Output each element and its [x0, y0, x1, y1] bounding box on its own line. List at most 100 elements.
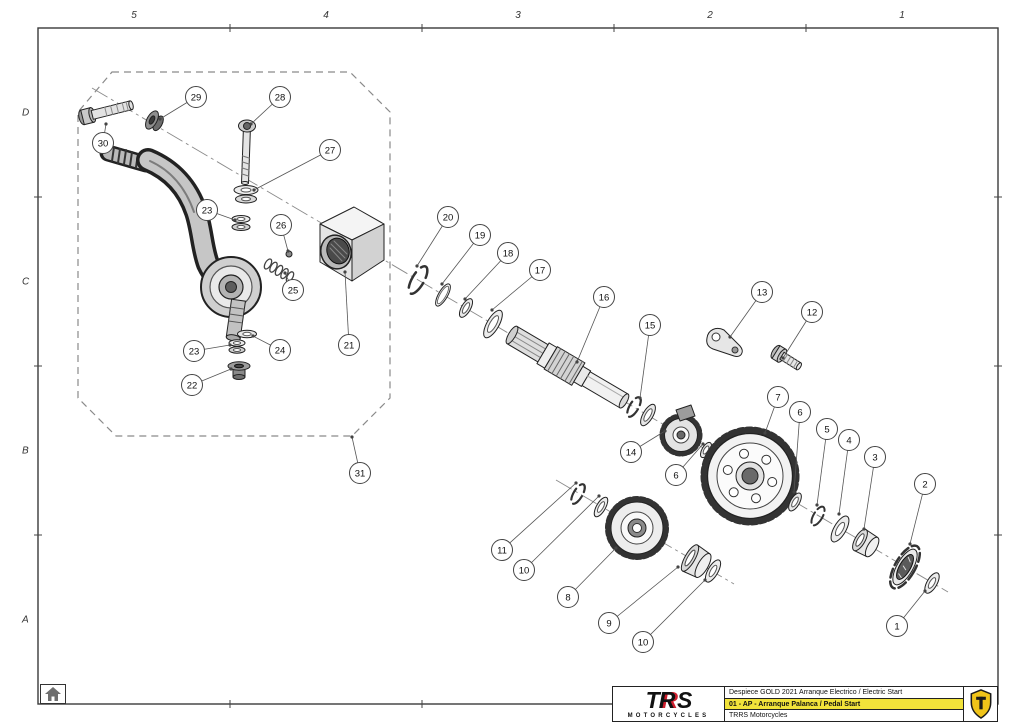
svg-text:5: 5 [824, 424, 829, 435]
svg-text:29: 29 [191, 92, 202, 103]
grid-row-label-D: D [22, 107, 30, 118]
svg-text:3: 3 [872, 452, 877, 463]
svg-text:6: 6 [797, 407, 802, 418]
callout-5-24: 5 [816, 418, 838, 440]
svg-text:20: 20 [443, 212, 454, 223]
callout-1-28: 1 [886, 615, 908, 637]
leader-lines [102, 96, 927, 643]
callout-15-17: 15 [639, 314, 661, 336]
part-bolt-12 [770, 344, 803, 371]
callout-24-7: 24 [269, 339, 291, 361]
svg-text:27: 27 [325, 145, 336, 156]
callout-6-23: 6 [665, 464, 687, 486]
callout-19-13: 19 [469, 224, 491, 246]
shield-icon [970, 689, 991, 719]
svg-text:10: 10 [519, 565, 530, 576]
part-gear-7 [700, 426, 800, 526]
callout-21-10: 21 [338, 334, 360, 356]
callout-27-3: 27 [319, 139, 341, 161]
svg-text:14: 14 [626, 447, 637, 458]
part-bearing-9 [680, 544, 712, 578]
svg-text:10: 10 [638, 637, 649, 648]
grid-col-label-2: 2 [707, 10, 713, 21]
svg-text:18: 18 [503, 248, 514, 259]
part-bolt-30 [78, 100, 134, 126]
callout-14-18: 14 [620, 441, 642, 463]
exploded-assembly [78, 100, 940, 594]
callout-23-4: 23 [196, 199, 218, 221]
grid-col-label-3: 3 [515, 10, 521, 21]
svg-text:7: 7 [775, 392, 780, 403]
logo-letter: R [658, 687, 676, 713]
drawing-frame [37, 27, 999, 705]
callout-28-2: 28 [269, 86, 291, 108]
part-circlip-11 [570, 483, 586, 505]
trrs-logo: TRRS MOTORCYCLES [613, 687, 725, 721]
grid-col-label-1: 1 [899, 10, 905, 21]
callout-8-31: 8 [557, 586, 579, 608]
callout-30-0: 30 [92, 132, 114, 154]
svg-text:2: 2 [922, 479, 927, 490]
svg-text:19: 19 [475, 230, 486, 241]
part-kick-lever [99, 144, 262, 342]
svg-text:17: 17 [535, 265, 546, 276]
part-mount-block-21 [319, 206, 385, 282]
callout-2-27: 2 [914, 473, 936, 495]
home-button[interactable] [40, 684, 66, 704]
part-washer-1 [924, 572, 940, 594]
shield-logo [963, 687, 997, 721]
part-washers-27 [233, 185, 259, 204]
logo-letter: T [645, 687, 660, 713]
callout-11-29: 11 [491, 539, 513, 561]
svg-text:13: 13 [757, 287, 768, 298]
part-washers-23-upper [231, 215, 251, 231]
svg-text:9: 9 [606, 618, 611, 629]
logo-letter-red: R [661, 687, 678, 713]
svg-text:6: 6 [673, 470, 678, 481]
svg-text:30: 30 [98, 138, 109, 149]
grid-col-label-5: 5 [131, 10, 137, 21]
part-bushing-3 [852, 528, 880, 558]
callout-29-1: 29 [185, 86, 207, 108]
svg-text:28: 28 [275, 92, 286, 103]
part-gear-14 [659, 404, 703, 457]
grid-row-label-A: A [22, 614, 29, 625]
svg-text:23: 23 [189, 346, 200, 357]
callout-4-25: 4 [838, 429, 860, 451]
part-circlip-5 [810, 505, 826, 527]
trrs-logo-text: TRRS [645, 687, 693, 713]
callout-7-21: 7 [767, 386, 789, 408]
svg-text:25: 25 [288, 285, 299, 296]
part-ring-6-outer [788, 492, 802, 512]
title-block: TRRS MOTORCYCLES Despiece GOLD 2021 Arra… [612, 686, 998, 722]
callout-18-14: 18 [497, 242, 519, 264]
lever-subassembly-boundary [77, 71, 391, 437]
trrs-logo-subtitle: MOTORCYCLES [627, 713, 710, 719]
part-washer-10a [593, 496, 609, 518]
part-ring-15b [640, 403, 656, 427]
svg-text:15: 15 [645, 320, 656, 331]
part-washer-10b [704, 559, 722, 583]
title-row-company: TRRS Motorcycles [729, 712, 788, 720]
grid-col-label-4: 4 [323, 10, 329, 21]
part-washer-17 [483, 309, 503, 339]
title-block-rows: Despiece GOLD 2021 Arranque Electrico / … [725, 687, 963, 721]
callout-17-15: 17 [529, 259, 551, 281]
callout-23-8: 23 [183, 340, 205, 362]
part-washers-23-lower [228, 339, 246, 354]
callout-6-22: 6 [789, 401, 811, 423]
svg-text:8: 8 [565, 592, 570, 603]
svg-text:4: 4 [846, 435, 851, 446]
svg-text:21: 21 [344, 340, 355, 351]
part-circlip-20 [407, 264, 429, 296]
callout-13-19: 13 [751, 281, 773, 303]
callout-25-6: 25 [282, 279, 304, 301]
svg-text:11: 11 [497, 545, 507, 556]
callout-3-26: 3 [864, 446, 886, 468]
title-row-sheet: 01 - AP - Arranque Palanca / Pedal Start [725, 698, 963, 711]
grid-row-label-B: B [22, 445, 29, 456]
title-row-project: Despiece GOLD 2021 Arranque Electrico / … [725, 687, 963, 699]
